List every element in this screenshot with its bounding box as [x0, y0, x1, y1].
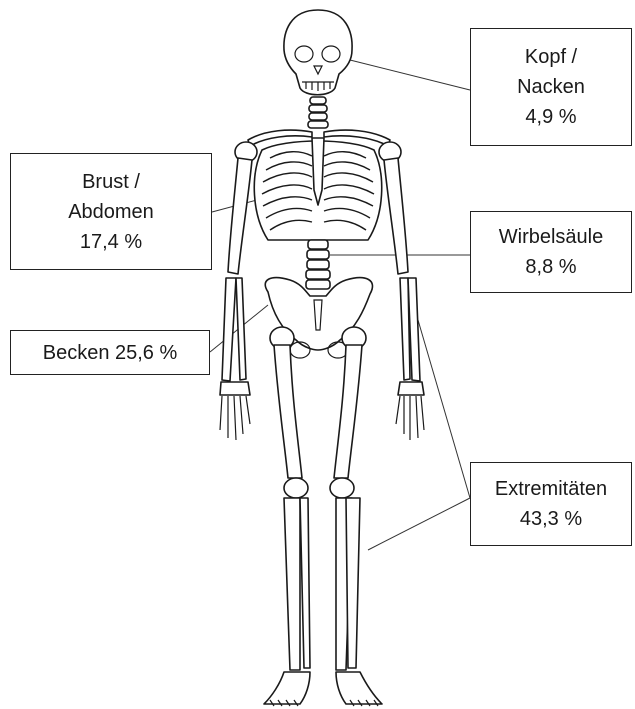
label-wirbel-line1: Wirbelsäule [499, 222, 603, 252]
label-extrem-value: 43,3 % [520, 504, 582, 534]
leader-extrem-arm [418, 320, 470, 498]
label-becken: Becken 25,6 % [10, 330, 210, 375]
label-becken-text: Becken 25,6 % [43, 338, 178, 368]
label-kopf-value: 4,9 % [525, 102, 576, 132]
label-wirbelsaeule: Wirbelsäule 8,8 % [470, 211, 632, 293]
label-brust-line1: Brust / [82, 167, 140, 197]
label-kopf-line2: Nacken [517, 72, 585, 102]
leader-extrem-leg [368, 498, 470, 550]
label-wirbel-value: 8,8 % [525, 252, 576, 282]
label-kopf-nacken: Kopf / Nacken 4,9 % [470, 28, 632, 146]
leg-right [330, 327, 382, 706]
leader-kopf [350, 60, 470, 90]
lumbar-spine [306, 240, 330, 289]
label-extremitaeten: Extremitäten 43,3 % [470, 462, 632, 546]
skull [284, 10, 352, 95]
arm-right [379, 142, 424, 440]
label-brust-value: 17,4 % [80, 227, 142, 257]
label-brust-line2: Abdomen [68, 197, 154, 227]
label-brust-abdomen: Brust / Abdomen 17,4 % [10, 153, 212, 270]
arm-left [220, 142, 257, 440]
label-extrem-line1: Extremitäten [495, 474, 607, 504]
leg-left [264, 327, 310, 706]
rib-cage [254, 138, 381, 240]
cervical-spine [308, 97, 328, 128]
label-kopf-line1: Kopf / [525, 42, 577, 72]
